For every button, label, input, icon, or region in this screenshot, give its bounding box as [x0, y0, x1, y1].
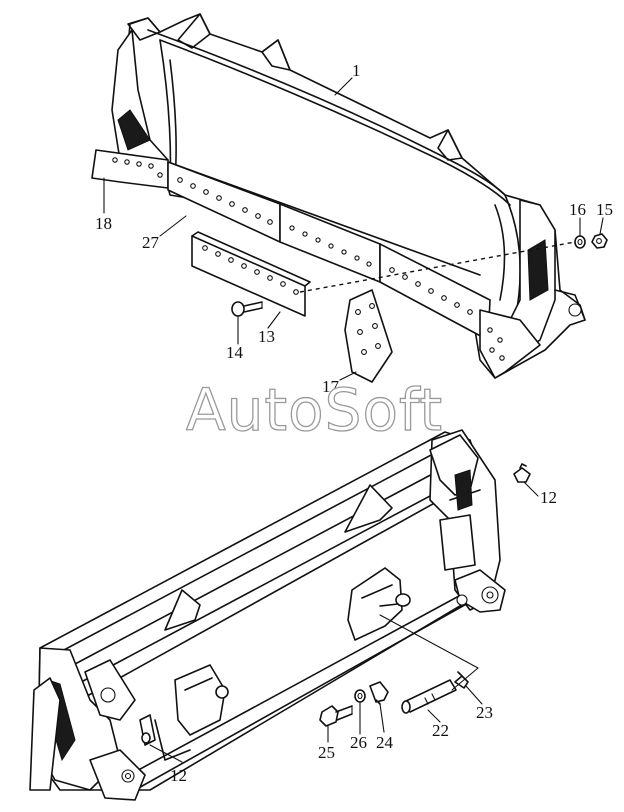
callout-14: 14 [226, 343, 244, 362]
callout-15: 15 [596, 200, 613, 219]
blade-assembly [111, 13, 586, 379]
assembly-line-lower-2 [451, 667, 479, 691]
bolt-part-14 [231, 301, 263, 317]
callout-18: 18 [95, 214, 112, 233]
cutting-edge-part-13 [191, 231, 311, 317]
callout-22: 22 [432, 721, 449, 740]
callout-16: 16 [569, 200, 586, 219]
callout-26: 26 [350, 733, 367, 752]
callout-25: 25 [318, 743, 335, 762]
leader-lines [103, 77, 604, 763]
callout-12-upper: 12 [540, 488, 557, 507]
washer-part-16 [574, 235, 586, 249]
callout-13: 13 [258, 327, 275, 346]
assembly-line-lower-1 [379, 614, 479, 669]
callout-12-lower: 12 [170, 766, 187, 785]
bolt-part-25 [319, 705, 353, 727]
left-end-bit [91, 149, 169, 189]
bolt-part-24 [369, 681, 389, 705]
callout-17: 17 [322, 377, 340, 396]
assembly-line-upper [299, 241, 576, 293]
washer-part-26 [354, 689, 366, 703]
pin-part-22 [401, 679, 457, 714]
callout-1: 1 [352, 61, 361, 80]
watermark-text: AutoSoft [186, 376, 443, 444]
nut-part-15 [591, 233, 608, 249]
frame-assembly [29, 429, 506, 801]
callout-23: 23 [476, 703, 493, 722]
callout-27: 27 [142, 233, 160, 252]
right-end-bit [479, 309, 541, 379]
callout-24: 24 [376, 733, 394, 752]
wear-plate-part-17 [344, 289, 393, 383]
grease-fitting-part-12 [513, 463, 531, 483]
